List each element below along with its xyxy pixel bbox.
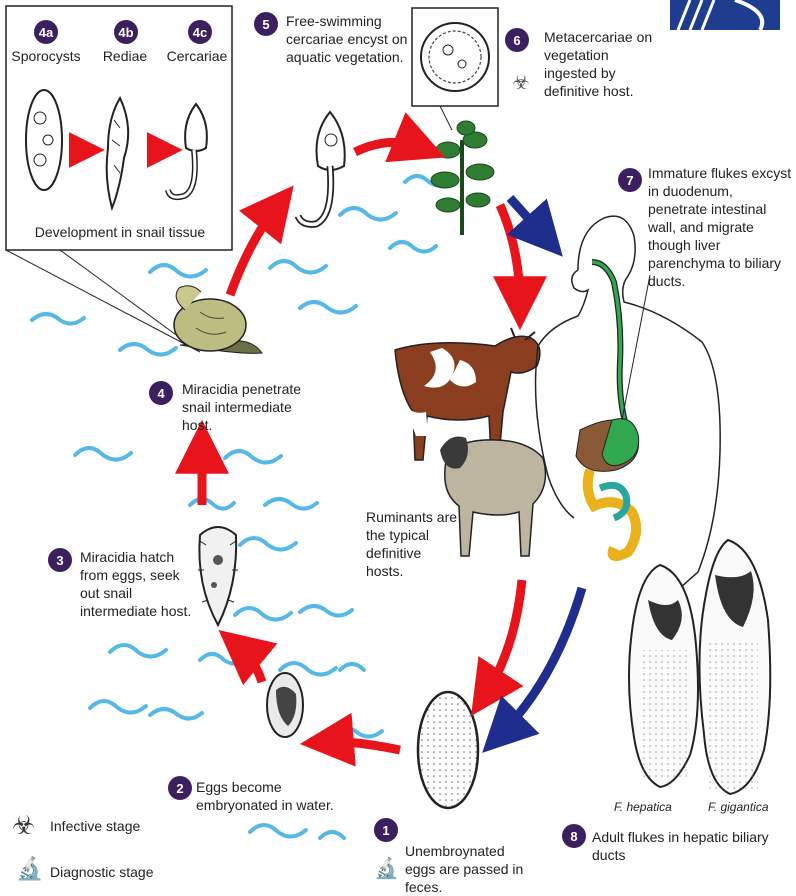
microscope-icon: 🔬: [16, 856, 43, 882]
badge-step-5: 5: [254, 12, 278, 36]
snail-drawing: [174, 286, 262, 354]
badge-step-6: 6: [505, 28, 529, 52]
cow-drawing: [395, 328, 540, 460]
adult-fluke-gigantica-drawing: [699, 540, 770, 794]
microscope-icon: 🔬: [374, 856, 399, 881]
badge-step-8: 8: [562, 824, 586, 848]
biohazard-icon: ☣: [12, 810, 35, 841]
label-f-gigantica: F. gigantica: [708, 798, 769, 816]
legend-infective: Infective stage: [50, 818, 140, 834]
badge-4a: 4a: [34, 20, 58, 44]
arrow-ruminants-to-egg: [485, 580, 522, 695]
label-step-3: Miracidia hatch from eggs, seek out snai…: [80, 548, 195, 620]
label-step-1: Unembroynated eggs are passed in feces.: [405, 842, 535, 896]
embryonated-egg-drawing: [267, 673, 303, 737]
arrow-human-to-egg: [500, 588, 582, 735]
label-rediae: Rediae: [92, 48, 158, 64]
label-step-6: Metacercariae on vegetation ingested by …: [544, 28, 654, 100]
badge-step-7: 7: [618, 168, 642, 192]
label-step-4: Miracidia penetrate snail intermediate h…: [182, 380, 312, 434]
badge-4c: 4c: [188, 20, 212, 44]
arrow-vegetation-to-ruminants: [500, 205, 520, 305]
logo: [670, 0, 780, 30]
adult-fluke-hepatica-drawing: [629, 565, 698, 787]
label-step-5: Free-swimming cercariae encyst on aquati…: [286, 12, 416, 66]
arrow-vegetation-to-human: [510, 198, 546, 238]
metacercaria-inset: [412, 8, 498, 130]
badge-step-1: 1: [374, 818, 398, 842]
free-cercaria-drawing: [298, 112, 345, 224]
label-cercariae: Cercariae: [162, 48, 232, 64]
unembryonated-egg-drawing: [418, 692, 478, 808]
aquatic-vegetation: [431, 121, 494, 235]
arrow-cercariae-to-vegetation: [355, 142, 422, 152]
legend-diagnostic: Diagnostic stage: [50, 864, 154, 880]
arrow-embryonated-to-miracidia: [238, 646, 262, 682]
badge-step-3: 3: [48, 548, 72, 572]
biohazard-icon: ☣: [512, 70, 530, 95]
label-f-hepatica: F. hepatica: [614, 798, 672, 816]
label-ruminants: Ruminants are the typical definitive hos…: [366, 508, 458, 580]
label-step-8: Adult flukes in hepatic biliary ducts: [592, 828, 792, 864]
badge-step-4: 4: [149, 381, 173, 405]
label-development-in-snail: Development in snail tissue: [10, 224, 230, 240]
step7-pointer-line: [622, 275, 650, 420]
badge-4b: 4b: [114, 20, 138, 44]
arrow-egg-to-embryonated: [325, 742, 400, 750]
label-step-2: Eggs become embryonated in water.: [196, 778, 356, 814]
label-step-7: Immature flukes excyst in duodenum, pene…: [648, 164, 794, 290]
arrow-snail-to-cercariae: [230, 205, 278, 295]
label-sporocysts: Sporocysts: [8, 48, 84, 64]
badge-step-2: 2: [168, 776, 192, 800]
miracidium-drawing: [198, 527, 238, 625]
